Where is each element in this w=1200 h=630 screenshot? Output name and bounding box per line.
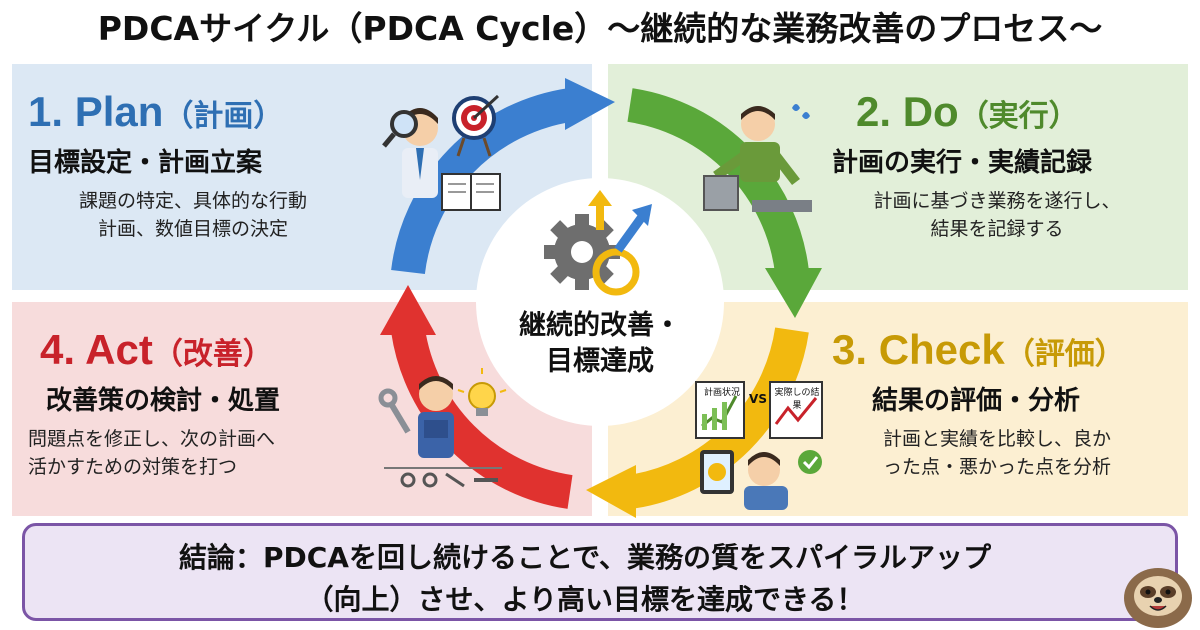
check-text: 3. Check（評価） 結果の評価・分析 計画と実績を比較し、良か った点・悪… (832, 326, 1162, 481)
check-description: 計画と実績を比較し、良か った点・悪かった点を分析 (832, 425, 1162, 481)
act-illustration (378, 368, 507, 488)
plan-number: 1. Plan (28, 88, 164, 135)
act-label: （改善） (152, 337, 273, 372)
check-desc-line-1: 計画と実績を比較し、良か (882, 428, 1111, 450)
act-description: 問題点を修正し、次の計画へ 活かすための対策を打つ (28, 425, 358, 481)
check-subtitle: 結果の評価・分析 (872, 386, 1081, 416)
act-desc-line-2: 活かすための対策を打つ (28, 456, 238, 478)
act-text: 4. Act（改善） 改善策の検討・処置 問題点を修正し、次の計画へ 活かすため… (28, 326, 358, 481)
do-description: 計画に基づき業務を遂行し、 結果を記録する (832, 187, 1162, 243)
check-card-plan-label: 計画状況 (703, 388, 740, 398)
conclusion-line-2: （向上）させ、より高い目標を達成できる！ (305, 583, 865, 616)
act-desc-line-1: 問題点を修正し、次の計画へ (28, 428, 276, 450)
conclusion-line-1: 結論：PDCAを回し続けることで、業務の質をスパイラルアップ (178, 541, 992, 574)
do-desc-line-1: 計画に基づき業務を遂行し、 (873, 190, 1121, 212)
do-subtitle: 計画の実行・実績記録 (832, 148, 1093, 178)
conclusion-box: 結論：PDCAを回し続けることで、業務の質をスパイラルアップ （向上）させ、より… (22, 523, 1178, 621)
check-illustration (695, 381, 823, 510)
do-number: 2. Do (856, 88, 959, 135)
check-heading: 3. Check（評価） (832, 326, 1162, 374)
do-heading: 2. Do（実行） (832, 88, 1162, 136)
plan-subtitle: 目標設定・計画立案 (28, 148, 263, 178)
wrench-icon (378, 388, 411, 434)
center-line-2: 目標達成 (546, 346, 654, 377)
lightbulb-icon (457, 368, 507, 416)
check-desc-line-2: った点・悪かった点を分析 (882, 456, 1111, 478)
plan-illustration (382, 94, 501, 211)
act-subtitle: 改善策の検討・処置 (46, 386, 281, 416)
do-illustration (703, 104, 812, 212)
notebook-icon (441, 173, 501, 211)
plan-desc-line-2: 計画、数値目標の決定 (97, 218, 288, 240)
plan-label: （計画） (163, 99, 284, 134)
checkmark-icon (798, 450, 822, 474)
do-label: （実行） (958, 99, 1079, 134)
page-title: PDCAサイクル（PDCA Cycle）〜継続的な業務改善のプロセス〜 (97, 9, 1103, 48)
center-line-1: 継続的改善・ (519, 310, 681, 341)
plan-text: 1. Plan（計画） 目標設定・計画立案 課題の特定、具体的な行動 計画、数値… (28, 88, 358, 243)
check-vs-label: VS (749, 392, 767, 406)
check-card-actual-label: 実際しの結果 (774, 388, 820, 411)
plan-description: 課題の特定、具体的な行動 計画、数値目標の決定 (28, 187, 358, 243)
do-desc-line-2: 結果を記録する (930, 218, 1064, 240)
plan-desc-line-1: 課題の特定、具体的な行動 (78, 190, 307, 212)
act-heading: 4. Act（改善） (28, 326, 358, 374)
sloth-mascot (1124, 568, 1192, 628)
target-icon (452, 94, 500, 157)
gear-icon (544, 190, 652, 296)
check-label: （評価） (1004, 337, 1125, 372)
plan-heading: 1. Plan（計画） (28, 88, 358, 136)
act-number: 4. Act (40, 326, 153, 373)
center-label: 継続的改善・ 目標達成 (476, 308, 724, 380)
magnifier-icon (382, 110, 418, 148)
check-number: 3. Check (832, 326, 1005, 373)
do-text: 2. Do（実行） 計画の実行・実績記録 計画に基づき業務を遂行し、 結果を記録… (832, 88, 1162, 243)
